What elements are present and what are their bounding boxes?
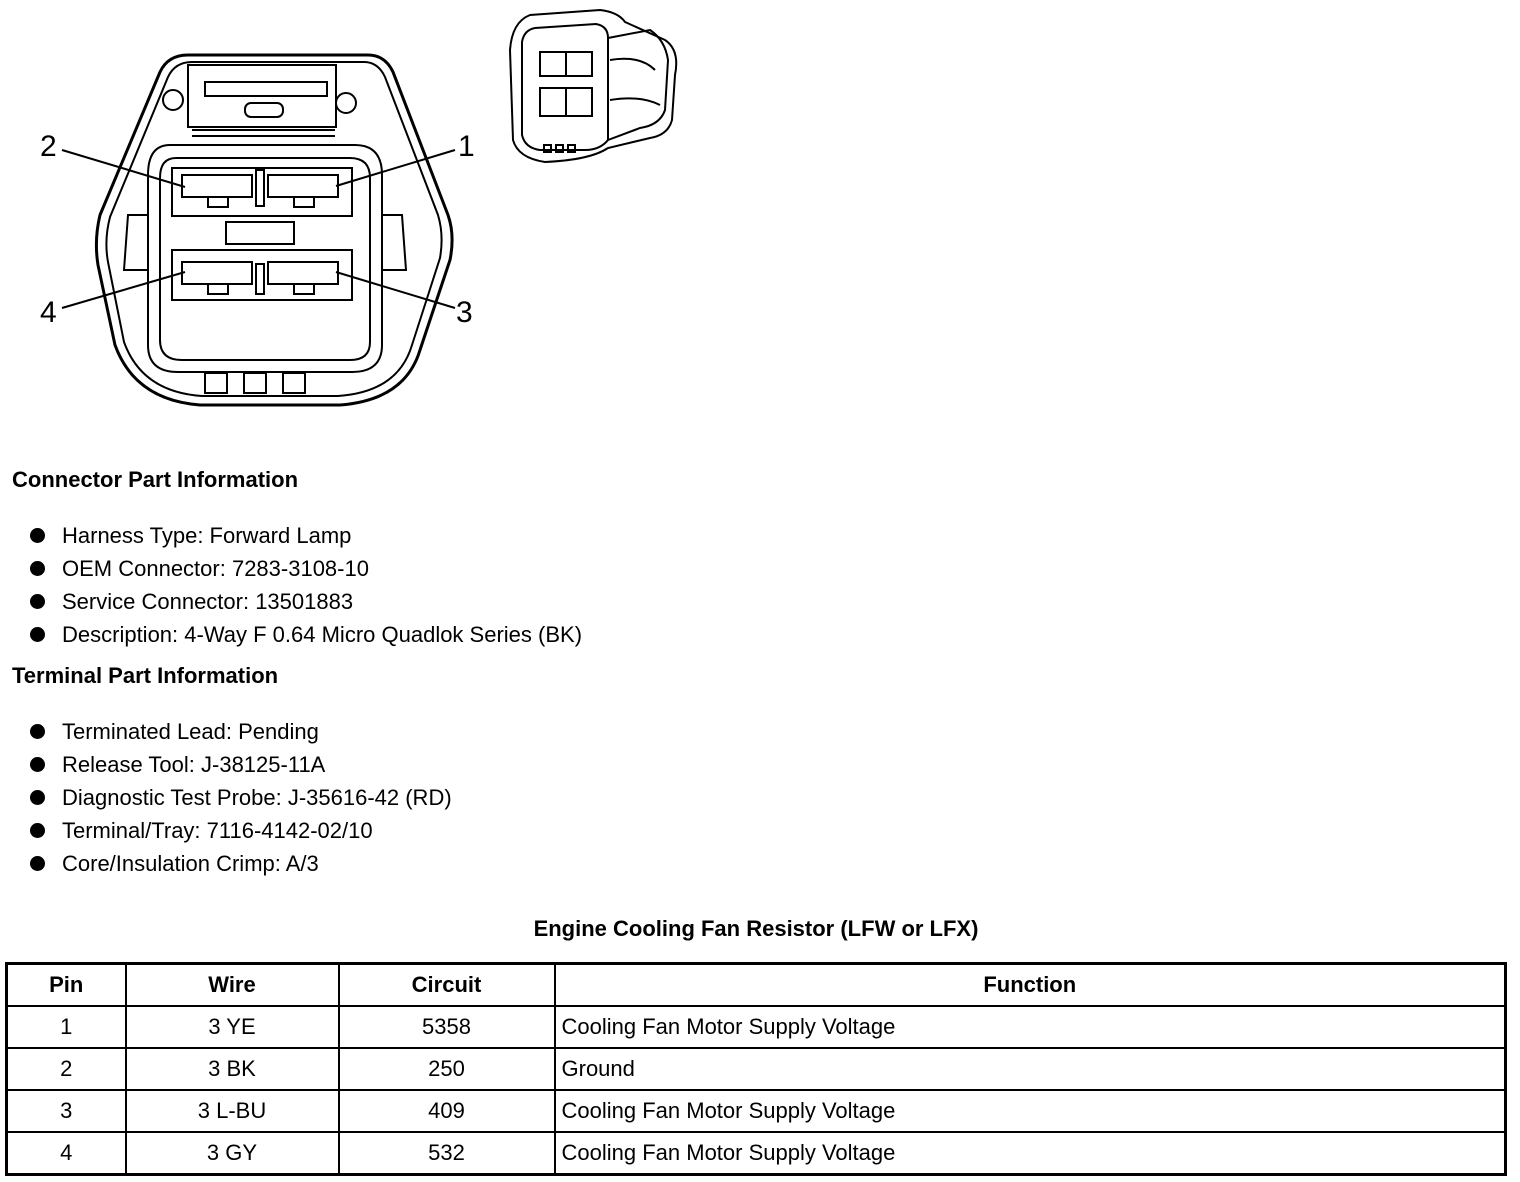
- leader-line-3: [335, 271, 456, 309]
- terminal-section-title: Terminal Part Information: [12, 663, 279, 688]
- pinout-table: Pin Wire Circuit Function 1 3 YE 5358 Co…: [5, 962, 1507, 1176]
- cavity-frame-inner: [159, 157, 371, 361]
- cell-pin: 2: [5, 1047, 127, 1091]
- list-item: Harness Type: Forward Lamp: [28, 519, 582, 552]
- housing-hole-right: [335, 92, 357, 114]
- connector-outer-housing: [94, 53, 454, 407]
- leader-line-2: [61, 149, 186, 188]
- bullet-icon: [30, 790, 45, 805]
- terminal-pin-2: [181, 174, 253, 198]
- table-row: 4 3 GY 532 Cooling Fan Motor Supply Volt…: [5, 1131, 1507, 1176]
- table-title: Engine Cooling Fan Resistor (LFW or LFX): [533, 916, 979, 941]
- cell-circuit: 409: [337, 1089, 556, 1133]
- center-key: [225, 221, 295, 245]
- bottom-square-3: [282, 372, 306, 394]
- leader-line-1: [335, 149, 456, 187]
- list-item: Terminal/Tray: 7116-4142-02/10: [28, 814, 452, 847]
- header-pin: Pin: [5, 962, 127, 1007]
- list-item-text: OEM Connector: 7283-3108-10: [62, 556, 369, 581]
- bottom-square-2: [243, 372, 267, 394]
- bullet-icon: [30, 561, 45, 576]
- cavity-frame-outer: [147, 144, 383, 373]
- top-latch-frame: [187, 64, 337, 128]
- pin-label-1: 1: [458, 130, 475, 163]
- bullet-icon: [30, 823, 45, 838]
- connector-info-list: Harness Type: Forward Lamp OEM Connector…: [28, 519, 582, 651]
- list-item-text: Description: 4-Way F 0.64 Micro Quadlok …: [62, 622, 583, 647]
- cell-function: Cooling Fan Motor Supply Voltage: [553, 1005, 1507, 1049]
- cell-pin: 4: [5, 1131, 127, 1176]
- cell-wire: 3 BK: [124, 1047, 340, 1091]
- cell-function: Cooling Fan Motor Supply Voltage: [553, 1089, 1507, 1133]
- bullet-icon: [30, 757, 45, 772]
- list-item-text: Diagnostic Test Probe: J-35616-42 (RD): [62, 785, 452, 810]
- list-item-text: Release Tool: J-38125-11A: [62, 752, 326, 777]
- connector-diagram: 1 2 3 4: [40, 8, 678, 407]
- header-circuit: Circuit: [337, 962, 556, 1007]
- bullet-icon: [30, 856, 45, 871]
- list-item-text: Service Connector: 13501883: [62, 589, 354, 614]
- leader-line-4: [61, 271, 186, 309]
- connector-perspective-sketch: [508, 8, 678, 164]
- list-item-text: Core/Insulation Crimp: A/3: [62, 851, 319, 876]
- header-function: Function: [553, 962, 1507, 1007]
- list-item: Core/Insulation Crimp: A/3: [28, 847, 452, 880]
- list-item-text: Harness Type: Forward Lamp: [62, 523, 352, 548]
- list-item-text: Terminal/Tray: 7116-4142-02/10: [62, 818, 373, 843]
- housing-hole-left: [162, 89, 184, 111]
- terminal-info-list: Terminated Lead: Pending Release Tool: J…: [28, 715, 452, 880]
- connector-section-title: Connector Part Information: [12, 467, 299, 492]
- table-row: 3 3 L-BU 409 Cooling Fan Motor Supply Vo…: [5, 1089, 1507, 1133]
- table-header-row: Pin Wire Circuit Function: [5, 962, 1507, 1007]
- header-wire: Wire: [124, 962, 340, 1007]
- list-item-text: Terminated Lead: Pending: [62, 719, 319, 744]
- bullet-icon: [30, 594, 45, 609]
- pin-label-3: 3: [456, 296, 473, 329]
- list-item: Release Tool: J-38125-11A: [28, 748, 452, 781]
- cell-circuit: 532: [337, 1131, 556, 1176]
- cell-function: Ground: [553, 1047, 1507, 1091]
- terminal-pin-1: [267, 174, 339, 198]
- cell-pin: 3: [5, 1089, 127, 1133]
- table-row: 1 3 YE 5358 Cooling Fan Motor Supply Vol…: [5, 1005, 1507, 1049]
- pin-label-2: 2: [40, 130, 57, 163]
- cell-circuit: 250: [337, 1047, 556, 1091]
- top-latch-slot: [244, 102, 284, 118]
- bullet-icon: [30, 724, 45, 739]
- table-row: 2 3 BK 250 Ground: [5, 1047, 1507, 1091]
- bullet-icon: [30, 528, 45, 543]
- list-item: Service Connector: 13501883: [28, 585, 582, 618]
- cell-wire: 3 GY: [124, 1131, 340, 1176]
- list-item: Description: 4-Way F 0.64 Micro Quadlok …: [28, 618, 582, 651]
- terminal-pin-3: [267, 261, 339, 285]
- pin-label-4: 4: [40, 296, 57, 329]
- cell-circuit: 5358: [337, 1005, 556, 1049]
- top-latch-bar: [204, 81, 328, 97]
- cell-wire: 3 YE: [124, 1005, 340, 1049]
- list-item: Terminated Lead: Pending: [28, 715, 452, 748]
- cell-pin: 1: [5, 1005, 127, 1049]
- list-item: OEM Connector: 7283-3108-10: [28, 552, 582, 585]
- terminal-pin-4: [181, 261, 253, 285]
- cell-wire: 3 L-BU: [124, 1089, 340, 1133]
- bullet-icon: [30, 627, 45, 642]
- bottom-square-1: [204, 372, 228, 394]
- cell-function: Cooling Fan Motor Supply Voltage: [553, 1131, 1507, 1176]
- connector-inner-housing: [105, 61, 443, 397]
- list-item: Diagnostic Test Probe: J-35616-42 (RD): [28, 781, 452, 814]
